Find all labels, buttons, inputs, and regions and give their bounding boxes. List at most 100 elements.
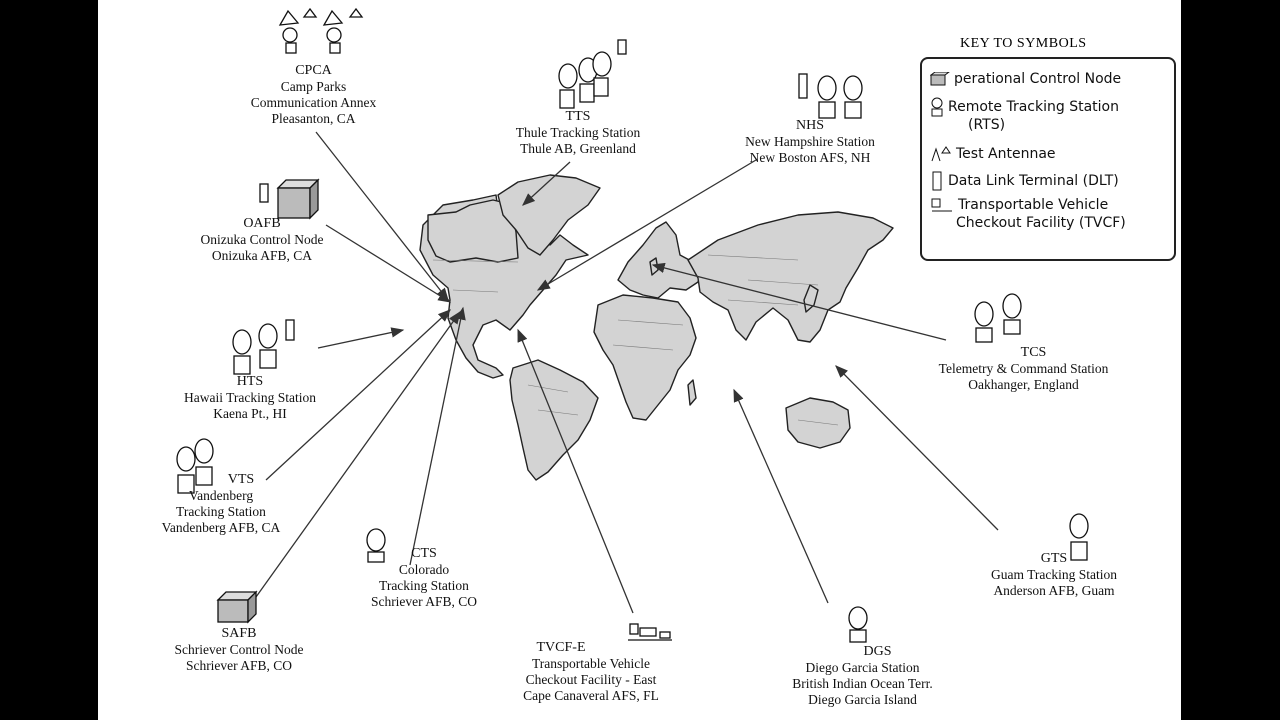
nhs-line1: New Hampshire Station: [745, 134, 875, 149]
key-item-control-node: perational Control Node: [930, 71, 1121, 87]
tts-line1: Thule Tracking Station: [515, 125, 641, 140]
key-label-control-node: perational Control Node: [954, 71, 1122, 87]
asia-landmass: [687, 211, 894, 343]
tcs-code: TCS: [1020, 345, 1047, 360]
gts-arrow: [835, 365, 999, 531]
tcs-station-icons: [974, 293, 1022, 343]
tvcfe-line3: Cape Canaveral AFS, FL: [523, 688, 659, 703]
gts-code: GTS: [1040, 551, 1068, 566]
key-label-tvcf: Transportable Vehicle: [958, 197, 1109, 213]
australia-landmass: [785, 397, 851, 449]
oafb-line1: Onizuka Control Node: [200, 232, 324, 247]
cpca-antenna-icons: [278, 7, 364, 54]
cpca-line2: Communication Annex: [250, 95, 377, 110]
nhs-line2: New Boston AFS, NH: [749, 150, 871, 165]
oafb-label: OAFB Onizuka Control Node Onizuka AFB, C…: [172, 216, 352, 264]
vts-code: VTS: [227, 472, 255, 487]
gts-line1: Guam Tracking Station: [990, 567, 1117, 582]
tcs-label: TCS Telemetry & Command Station Oakhange…: [916, 345, 1131, 393]
dgs-line1: Diego Garcia Station: [805, 660, 920, 675]
oafb-control-node-icon: [259, 178, 320, 220]
tvcfe-code: TVCF-E: [536, 640, 586, 655]
control-node-icon: [930, 72, 950, 86]
dgs-code: DGS: [863, 644, 892, 659]
tts-arrow: [522, 161, 571, 206]
key-label-tvcf-2: Checkout Facility (TVCF): [956, 215, 1126, 231]
cts-arrow: [409, 306, 466, 566]
nhs-arrow: [536, 159, 757, 291]
vts-line2: Tracking Station: [176, 504, 266, 519]
cts-label: CTS Colorado Tracking Station Schriever …: [344, 546, 504, 610]
nhs-station-icons: [798, 73, 863, 119]
cpca-code: CPCA: [295, 63, 332, 78]
tts-code: TTS: [565, 109, 591, 124]
hts-line2: Kaena Pt., HI: [213, 406, 287, 421]
key-box: perational Control Node Remote Tracking …: [920, 57, 1176, 261]
country-borders: [432, 254, 839, 426]
hts-label: HTS Hawaii Tracking Station Kaena Pt., H…: [160, 374, 340, 422]
safb-line2: Schriever AFB, CO: [185, 658, 293, 673]
tcs-line2: Oakhanger, England: [968, 377, 1079, 392]
dgs-label: DGS Diego Garcia Station British Indian …: [770, 644, 955, 708]
canada-arctic-landmass: [427, 199, 519, 263]
cpca-line3: Pleasanton, CA: [271, 111, 356, 126]
vts-line3: Vandenberg AFB, CA: [161, 520, 281, 535]
key-label-antenna: Test Antennae: [956, 146, 1056, 162]
diagram-canvas: CPCA Camp Parks Communication Annex Plea…: [98, 0, 1181, 720]
tcs-arrow: [651, 262, 947, 341]
hts-station-icons: [232, 319, 295, 375]
cpca-line1: Camp Parks: [280, 79, 347, 94]
nhs-label: NHS New Hampshire Station New Boston AFS…: [720, 118, 900, 166]
cts-line3: Schriever AFB, CO: [370, 594, 478, 609]
safb-line1: Schriever Control Node: [174, 642, 304, 657]
gts-station-icon: [1069, 513, 1089, 561]
oafb-arrow: [325, 224, 452, 303]
safb-arrow: [255, 310, 461, 598]
tvcfe-line2: Checkout Facility - East: [525, 672, 657, 687]
dlt-icon: [932, 171, 942, 191]
vts-arrow: [265, 309, 451, 481]
hts-code: HTS: [236, 374, 264, 389]
hts-line1: Hawaii Tracking Station: [184, 390, 316, 405]
vts-station-icons: [176, 438, 214, 494]
cts-station-icon: [366, 528, 386, 563]
vts-line1: Vandenberg: [188, 488, 254, 503]
nhs-code: NHS: [795, 118, 824, 133]
tvcf-icon: [931, 198, 952, 212]
cts-line1: Colorado: [398, 562, 450, 577]
cpca-arrow: [315, 131, 449, 302]
tcs-line1: Telemetry & Command Station: [938, 361, 1109, 376]
oafb-code: OAFB: [243, 216, 281, 231]
cts-line2: Tracking Station: [379, 578, 469, 593]
tvcfe-label: TVCF-E Transportable Vehicle Checkout Fa…: [496, 640, 686, 704]
key-label-tracking-station: Remote Tracking Station: [948, 99, 1119, 115]
tts-label: TTS Thule Tracking Station Thule AB, Gre…: [488, 109, 668, 157]
arrows: [255, 131, 999, 614]
key-label-dlt: Data Link Terminal (DLT): [948, 173, 1119, 189]
africa-landmass: [593, 294, 697, 421]
tvcfe-arrow: [517, 328, 634, 614]
tvcfe-vehicle-icon: [628, 623, 672, 641]
madagascar-landmass: [687, 379, 697, 406]
safb-code: SAFB: [221, 626, 257, 641]
dgs-line2: British Indian Ocean Terr.: [792, 676, 933, 691]
tracking-station-icon: [931, 97, 943, 117]
cts-code: CTS: [411, 546, 437, 561]
tts-station-icons: [558, 39, 627, 109]
japan-landmass: [803, 284, 819, 313]
tvcfe-line1: Transportable Vehicle: [531, 656, 651, 671]
oafb-line2: Onizuka AFB, CA: [211, 248, 313, 263]
dgs-line3: Diego Garcia Island: [808, 692, 917, 707]
tts-line2: Thule AB, Greenland: [520, 141, 636, 156]
gts-line2: Anderson AFB, Guam: [993, 583, 1115, 598]
key-item-antenna: Test Antennae: [930, 145, 1056, 163]
key-item-tvcf: Transportable Vehicle Checkout Facility …: [930, 195, 1126, 231]
key-item-tracking-station: Remote Tracking Station (RTS): [930, 97, 1119, 133]
key-label-tracking-station-2: (RTS): [968, 117, 1006, 133]
cpca-label: CPCA Camp Parks Communication Annex Plea…: [226, 63, 401, 127]
hts-arrow: [317, 327, 405, 349]
vts-label: VTS Vandenberg Tracking Station Vandenbe…: [136, 472, 306, 536]
gts-label: GTS Guam Tracking Station Anderson AFB, …: [964, 551, 1144, 599]
antenna-icon: [931, 146, 951, 162]
dgs-station-icon: [848, 606, 868, 643]
